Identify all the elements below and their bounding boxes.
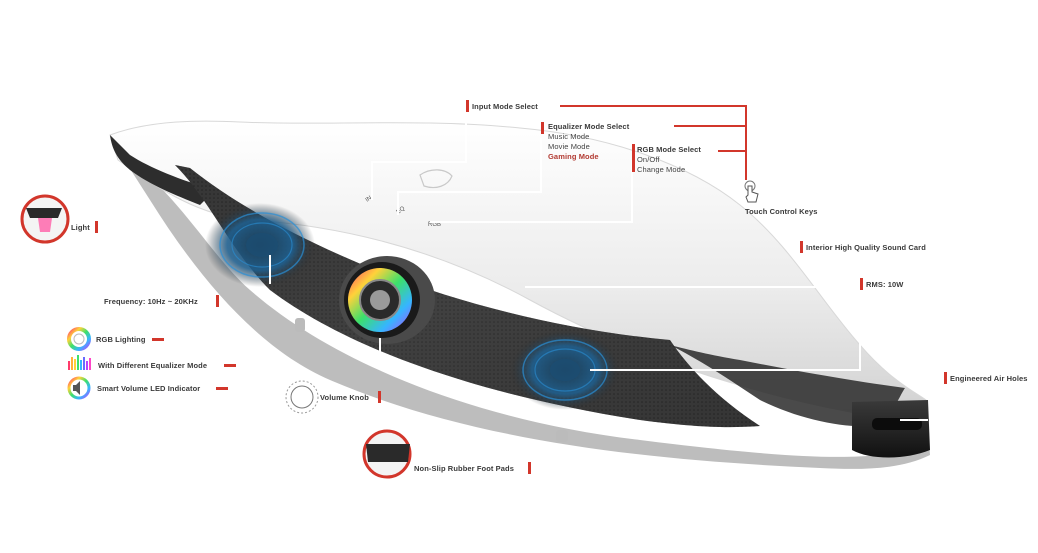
- on-off-label: On/Off: [637, 155, 660, 164]
- touch-keys: IN EQ RGB: [365, 169, 453, 228]
- key-rgb-marking: RGB: [428, 222, 441, 228]
- speaker-body: [109, 120, 930, 469]
- marker: [224, 364, 236, 367]
- equalizer-mode-select-label: Equalizer Mode Select: [548, 122, 630, 131]
- marker: [152, 338, 164, 341]
- marker: [95, 221, 98, 233]
- touch-hand-icon: [744, 180, 759, 203]
- eq-mode-label: With Different Equalizer Mode: [98, 361, 208, 370]
- right-driver: [510, 330, 620, 410]
- marker: [541, 122, 544, 134]
- marker: [860, 278, 863, 290]
- volume-knob[interactable]: [339, 256, 435, 344]
- left-driver: [205, 203, 315, 287]
- foot-inset: [362, 429, 412, 479]
- air-holes-label: Engineered Air Holes: [950, 374, 1028, 383]
- volume-knob-label: Volume Knob: [320, 393, 369, 402]
- light-inset: [20, 194, 70, 244]
- rgb-mode-select-label: RGB Mode Select: [637, 145, 702, 154]
- marker: [800, 241, 803, 253]
- callout-lines: [269, 120, 928, 421]
- marker: [216, 295, 219, 307]
- equalizer-bars-icon: [68, 355, 91, 370]
- non-slip-feet-label: Non-Slip Rubber Foot Pads: [414, 464, 514, 473]
- touch-control-keys-label: Touch Control Keys: [745, 207, 818, 216]
- marker: [466, 100, 469, 112]
- gaming-mode-label: Gaming Mode: [548, 152, 599, 161]
- light-label: Light: [71, 223, 90, 232]
- marker: [378, 391, 381, 403]
- volume-led-label: Smart Volume LED Indicator: [97, 384, 201, 393]
- volume-knob-icon: [285, 380, 319, 414]
- music-mode-label: Music Mode: [548, 132, 590, 141]
- key-eq-marking: EQ: [396, 206, 407, 216]
- change-mode-label: Change Mode: [637, 165, 686, 174]
- input-mode-select-label: Input Mode Select: [472, 102, 538, 111]
- volume-led-icon: [67, 376, 91, 400]
- brand-logo: [419, 169, 453, 189]
- rgb-lighting-label: RGB Lighting: [96, 335, 146, 344]
- movie-mode-label: Movie Mode: [548, 142, 590, 151]
- key-in-marking: IN: [365, 195, 373, 203]
- rms-label: RMS: 10W: [866, 280, 904, 289]
- rgb-ring-icon: [67, 327, 91, 351]
- marker: [528, 462, 531, 474]
- marker: [216, 387, 228, 390]
- marker: [632, 144, 635, 172]
- red-connectors: [560, 105, 747, 180]
- marker: [944, 372, 947, 384]
- frequency-label: Frequency: 10Hz ~ 20KHz: [104, 297, 198, 306]
- sound-card-label: Interior High Quality Sound Card: [806, 243, 926, 252]
